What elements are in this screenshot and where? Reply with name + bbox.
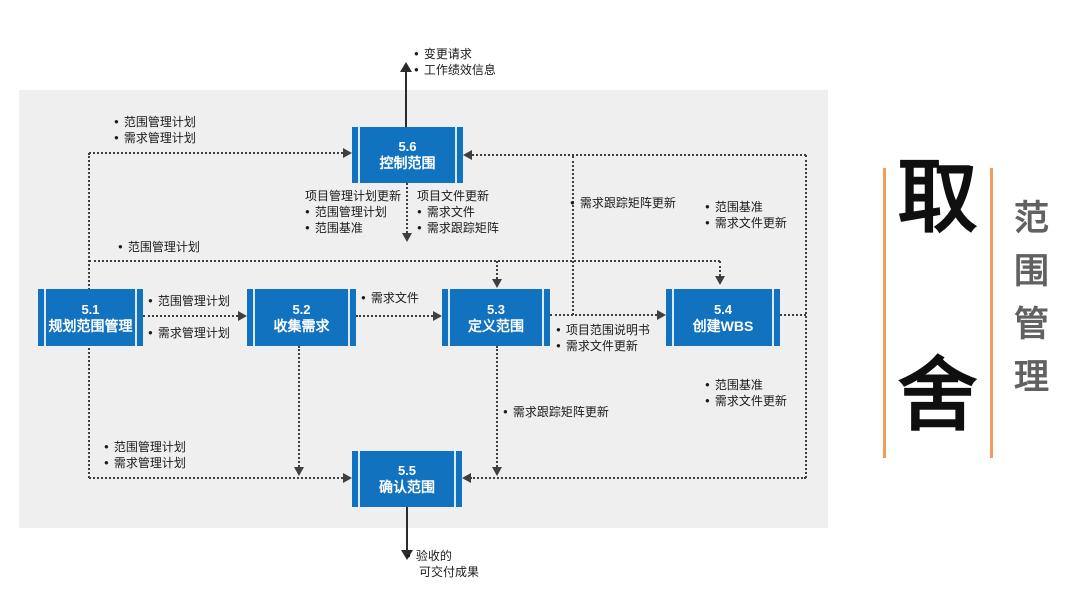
- label-5-2-output: 需求文件: [361, 290, 419, 306]
- label-inputs-to-5-6: 范围管理计划 需求管理计划: [114, 114, 196, 146]
- label-matrix-update-bottom: 需求跟踪矩阵更新: [503, 404, 609, 420]
- process-number: 5.6: [398, 139, 417, 154]
- arrowhead-into-5-5-left: [343, 473, 352, 483]
- arrowhead-5-1-to-5-2: [238, 311, 247, 321]
- label-item: 范围管理计划: [104, 439, 186, 455]
- connector-5-3-to-5-4: [550, 314, 657, 316]
- label-project-doc-updates: 项目文件更新 需求文件 需求跟踪矩阵: [417, 188, 499, 236]
- connector-into-5-6-right: [472, 154, 806, 156]
- process-number: 5.4: [713, 301, 733, 317]
- label-item: 范围基准: [705, 199, 787, 215]
- label-item: 验收的: [406, 548, 479, 564]
- label-item: 需求文件更新: [556, 338, 650, 354]
- connector-5-4-to-right: [780, 314, 806, 316]
- label-heading: 项目管理计划更新: [305, 189, 402, 203]
- label-item: 范围管理计划: [118, 239, 200, 255]
- process-box-5-6: 5.6 控制范围: [352, 127, 463, 183]
- label-baseline-top-right: 范围基准 需求文件更新: [705, 199, 787, 231]
- vertical-section-title: 范围管理: [1009, 199, 1048, 411]
- label-item: 范围基准: [705, 377, 787, 393]
- connector-5-1-to-5-2: [143, 315, 238, 317]
- label-item: 需求管理计划: [148, 325, 230, 341]
- label-item: 项目范围说明书: [556, 322, 650, 338]
- label-5-3-outputs: 项目范围说明书 需求文件更新: [556, 322, 650, 354]
- label-item: 需求跟踪矩阵: [417, 220, 499, 236]
- process-name: 规划范围管理: [48, 317, 133, 334]
- label-5-6-outputs-top: 变更请求 工作绩效信息: [414, 46, 496, 78]
- process-box-5-3: 5.3 定义范围: [442, 289, 550, 346]
- connector-into-5-5-right: [470, 477, 806, 479]
- process-box-5-1: 5.1 规划范围管理: [38, 289, 143, 346]
- arrowhead-5-3-to-5-4: [657, 310, 666, 320]
- label-item: 范围基准: [305, 220, 401, 236]
- connector-5-6-output-down: [406, 183, 408, 233]
- big-title-char-top: 取: [897, 153, 978, 242]
- connector-branch-to-5-4: [719, 261, 721, 276]
- arrowhead-5-3-down: [492, 467, 502, 476]
- process-box-5-4: 5.4 创建WBS: [666, 289, 780, 346]
- connector-right-vertical: [805, 155, 807, 478]
- label-5-4-outputs: 范围基准 需求文件更新: [705, 377, 787, 409]
- connector-scope-plan-line: [89, 260, 720, 262]
- process-number: 5.5: [397, 463, 417, 478]
- label-item-continuation: 可交付成果: [419, 565, 480, 579]
- connector-5-5-output-down: [406, 507, 408, 550]
- label-item: 范围管理计划: [305, 204, 401, 220]
- label-5-1-output-top: 范围管理计划: [148, 293, 230, 309]
- label-inputs-to-5-5: 范围管理计划 需求管理计划: [104, 439, 186, 471]
- accent-line-right: [990, 168, 993, 458]
- arrowhead-5-6-output-down: [402, 233, 412, 242]
- accent-line-left: [883, 168, 886, 458]
- arrowhead-5-2-to-5-3: [433, 311, 442, 321]
- label-project-plan-updates: 项目管理计划更新 范围管理计划 范围基准: [305, 188, 401, 236]
- label-item: 需求文件: [417, 204, 499, 220]
- label-item: 范围管理计划: [114, 114, 196, 130]
- label-item: 需求文件: [361, 290, 419, 306]
- arrowhead-into-5-4-top: [715, 276, 725, 285]
- process-name: 收集需求: [273, 317, 330, 334]
- label-item: 需求文件更新: [705, 393, 787, 409]
- process-name: 创建WBS: [692, 317, 754, 334]
- big-title-char-bottom: 舍: [897, 351, 978, 440]
- label-item: 变更请求: [414, 46, 496, 62]
- label-matrix-update-top: 需求跟踪矩阵更新: [570, 195, 676, 211]
- label-heading: 项目文件更新: [417, 189, 490, 203]
- label-5-1-output-bottom: 需求管理计划: [148, 325, 230, 341]
- process-number: 5.1: [81, 301, 100, 317]
- label-5-5-output-bottom: 验收的 可交付成果: [406, 548, 479, 580]
- arrowhead-5-2-down: [294, 467, 304, 476]
- process-box-5-2: 5.2 收集需求: [247, 289, 356, 346]
- connector-5-2-to-5-3: [356, 315, 433, 317]
- connector-matrix-vertical: [572, 156, 574, 315]
- label-item: 需求管理计划: [114, 130, 196, 146]
- process-number: 5.2: [292, 301, 311, 317]
- connector-branch-to-5-3: [496, 261, 498, 279]
- arrowhead-5-6-output-up: [400, 62, 412, 72]
- arrowhead-into-5-6-left: [343, 148, 352, 158]
- connector-5-6-output-up: [405, 72, 407, 127]
- process-name: 确认范围: [379, 479, 435, 495]
- connector-5-3-down: [496, 346, 498, 467]
- process-number: 5.3: [486, 301, 506, 317]
- label-item: 范围管理计划: [148, 293, 230, 309]
- connector-5-2-down: [298, 346, 300, 467]
- process-name: 定义范围: [468, 317, 524, 334]
- label-item: 需求跟踪矩阵更新: [570, 195, 676, 211]
- label-item: 需求管理计划: [104, 455, 186, 471]
- connector-into-5-5-left: [89, 477, 343, 479]
- process-box-5-5: 5.5 确认范围: [352, 451, 462, 507]
- label-item: 需求跟踪矩阵更新: [503, 404, 609, 420]
- arrowhead-into-5-5-right: [462, 473, 471, 483]
- label-item: 工作绩效信息: [414, 62, 496, 78]
- connector-into-5-6-left: [89, 152, 343, 154]
- arrowhead-into-5-3-top: [492, 279, 502, 288]
- label-scope-plan-line: 范围管理计划: [118, 239, 200, 255]
- arrowhead-into-5-6-right: [463, 150, 472, 160]
- process-name: 控制范围: [379, 155, 436, 171]
- label-item: 需求文件更新: [705, 215, 787, 231]
